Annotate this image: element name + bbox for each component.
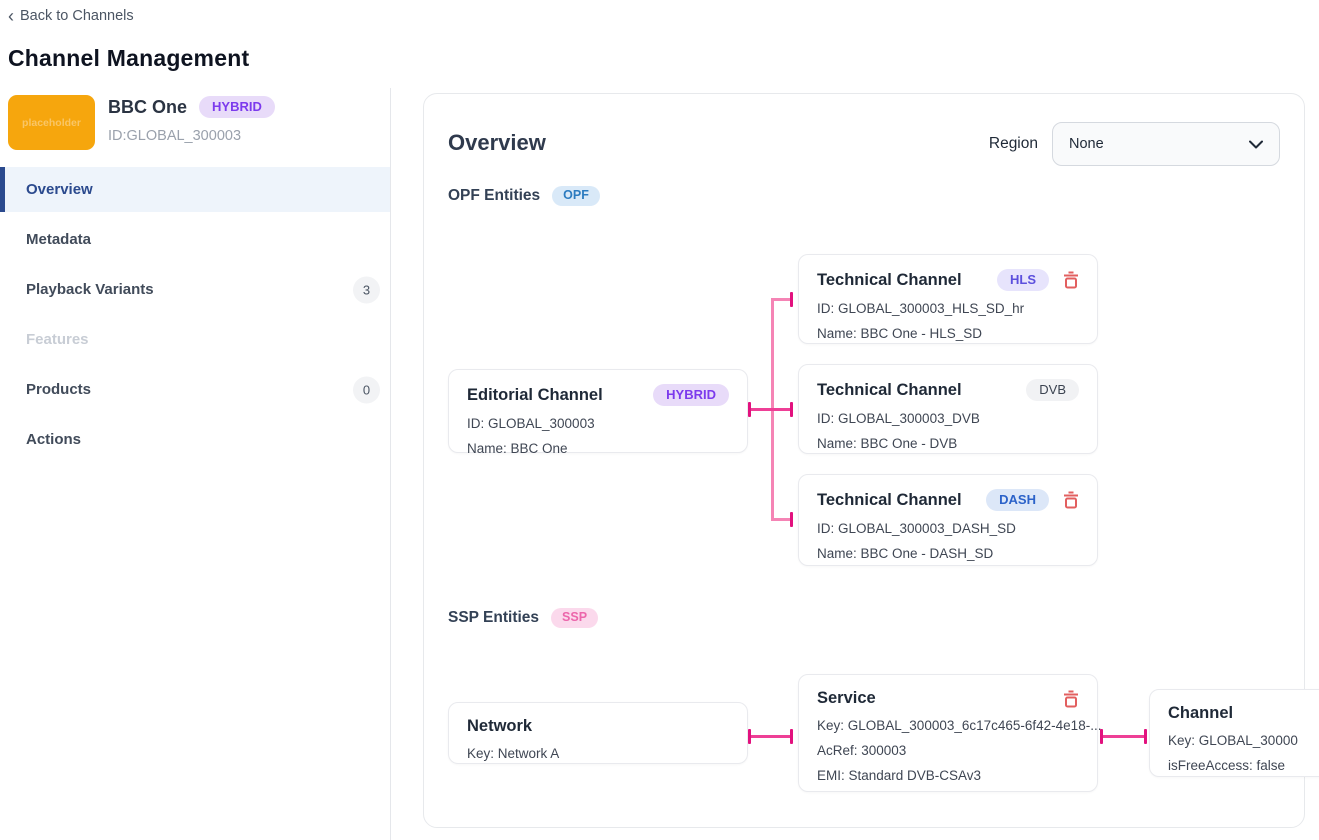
card-title: Technical Channel [817,380,962,399]
card-title: Channel [1168,704,1234,722]
service-emi: EMI: Standard DVB-CSAv3 [817,768,982,783]
card-title: Technical Channel [817,490,962,509]
channel-logo-placeholder: placeholder [8,95,95,150]
connector-cap [790,729,793,744]
connector-cap [790,512,793,527]
channel-id: ID:GLOBAL_300003 [108,128,242,144]
dash-badge: DASH [986,489,1049,512]
delete-service-button[interactable] [1063,690,1079,708]
connector-service-channel [1101,735,1146,738]
card-title: Network [467,717,533,735]
trash-icon [1064,491,1078,509]
ssp-channel-key: Key: GLOBAL_30000 [1168,733,1298,748]
nav-label: Products [26,381,92,398]
editorial-channel-card: Editorial Channel HYBRID ID: GLOBAL_3000… [448,369,748,457]
hls-badge: HLS [997,269,1049,292]
connector-cap [790,402,793,417]
tech-hls-name: Name: BBC One - HLS_SD [817,326,983,342]
channel-type-badge: HYBRID [199,96,275,119]
nav-label: Overview [26,181,93,198]
opf-badge: OPF [552,186,600,206]
technical-channel-card-dash: Technical Channel DASH ID: GLOBAL_300003… [798,474,1098,566]
trash-icon [1064,690,1078,707]
connector-branch-dash [771,518,792,521]
ssp-entities-heading: SSP Entities [448,608,540,626]
sidebar-divider [390,88,391,840]
dvb-badge: DVB [1026,379,1079,402]
panel-title: Overview [448,130,546,155]
tech-dash-id: ID: GLOBAL_300003_DASH_SD [817,521,1016,537]
overview-panel: Overview Region None OPF Entities OPF Ed… [423,93,1319,828]
connector-branch-dvb [749,408,792,411]
products-count-badge: 0 [353,376,380,403]
sidebar-nav: Overview Metadata Playback Variants 3 Fe… [0,167,390,467]
tech-hls-id: ID: GLOBAL_300003_HLS_SD_hr [817,301,1025,317]
connector-cap [1144,729,1147,744]
page-title: Channel Management [8,45,250,71]
technical-channel-card-dvb: Technical Channel DVB ID: GLOBAL_300003_… [798,364,1098,454]
sidebar-item-overview[interactable]: Overview [0,167,390,212]
sidebar-item-actions[interactable]: Actions [0,417,390,462]
editorial-hybrid-badge: HYBRID [653,384,729,407]
sidebar-item-products[interactable]: Products 0 [0,367,390,412]
editorial-id: ID: GLOBAL_300003 [467,416,595,432]
nav-label: Features [26,331,89,348]
connector-cap [1100,729,1103,744]
connector-cap [790,292,793,307]
trash-icon [1064,271,1078,289]
back-to-channels-link[interactable]: ‹ Back to Channels [8,6,134,26]
nav-label: Metadata [26,231,92,248]
nav-label: Playback Variants [26,281,154,298]
connector-branch-hls [771,298,792,301]
service-key: Key: GLOBAL_300003_6c17c465-6f42-4e18-..… [817,718,1102,733]
logo-text: placeholder [22,116,81,129]
sidebar-item-features: Features [0,317,390,362]
card-title: Service [817,689,876,707]
nav-label: Actions [26,431,82,448]
channel-name: BBC One [108,96,188,117]
network-card: Network Key: Network A [448,702,748,764]
tech-dash-name: Name: BBC One - DASH_SD [817,546,994,562]
opf-entities-heading: OPF Entities [448,186,541,204]
technical-channel-card-hls: Technical Channel HLS ID: GLOBAL_300003_… [798,254,1098,344]
delete-technical-channel-hls-button[interactable] [1063,271,1079,289]
connector-cap [748,729,751,744]
ssp-channel-card: Channel Key: GLOBAL_30000 isFreeAccess: … [1149,689,1319,777]
editorial-name: Name: BBC One [467,441,568,457]
chevron-down-icon [1249,140,1263,148]
region-label: Region [988,135,1038,152]
region-select-value: None [1069,136,1104,152]
tech-dvb-id: ID: GLOBAL_300003_DVB [817,411,980,427]
back-chevron-icon: ‹ [8,6,14,26]
card-title: Editorial Channel [467,385,603,404]
delete-technical-channel-dash-button[interactable] [1063,491,1079,509]
sidebar-item-metadata[interactable]: Metadata [0,217,390,262]
network-key: Key: Network A [467,746,560,761]
tech-dvb-name: Name: BBC One - DVB [817,436,958,452]
card-title: Technical Channel [817,270,962,289]
service-acref: AcRef: 300003 [817,743,907,758]
ssp-badge: SSP [551,608,599,628]
connector-cap [748,402,751,417]
sidebar-item-playback-variants[interactable]: Playback Variants 3 [0,267,390,312]
region-select[interactable]: None [1052,122,1280,166]
playback-variants-count-badge: 3 [353,276,380,303]
ssp-channel-isfreeaccess: isFreeAccess: false [1168,758,1286,773]
service-card: Service Key: GLOBAL_300003_6c17c465-6f42… [798,674,1102,792]
back-link-label: Back to Channels [20,8,134,24]
connector-network-service [749,735,792,738]
